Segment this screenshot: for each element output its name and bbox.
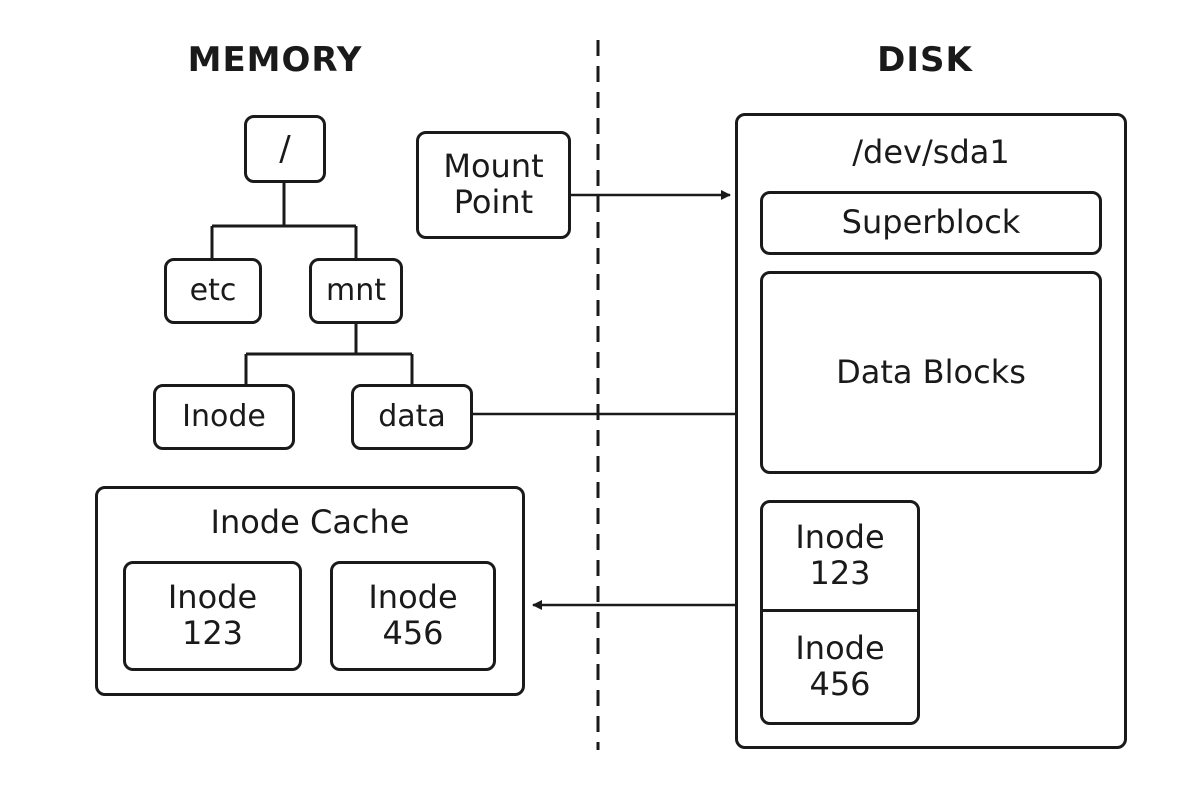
tree-node-data[interactable]: data xyxy=(351,384,473,450)
tree-node-root[interactable]: / xyxy=(244,115,326,183)
tree-connectors xyxy=(210,182,414,384)
inode-table-divider xyxy=(760,609,920,612)
data-blocks-box[interactable]: Data Blocks xyxy=(760,271,1102,474)
tree-node-inode[interactable]: Inode xyxy=(153,384,295,450)
inode-cache-title: Inode Cache xyxy=(210,503,410,542)
tree-node-mnt[interactable]: mnt xyxy=(309,258,403,324)
disk-device-label: /dev/sda1 xyxy=(852,133,1010,172)
disk-device-container xyxy=(735,113,1127,749)
superblock-box[interactable]: Superblock xyxy=(760,191,1102,255)
disk-inode-456[interactable]: Inode 456 xyxy=(795,629,885,703)
inode-cache-container xyxy=(95,486,525,696)
inode-cache-entry-123[interactable]: Inode 123 xyxy=(123,561,302,671)
disk-inode-table xyxy=(760,500,920,725)
mount-point-box[interactable]: Mount Point xyxy=(416,131,571,239)
tree-node-etc[interactable]: etc xyxy=(164,258,262,324)
inode-cache-entry-456[interactable]: Inode 456 xyxy=(330,561,496,671)
memory-heading: MEMORY xyxy=(187,39,363,80)
disk-heading: DISK xyxy=(877,39,973,80)
disk-inode-123[interactable]: Inode 123 xyxy=(795,518,885,592)
